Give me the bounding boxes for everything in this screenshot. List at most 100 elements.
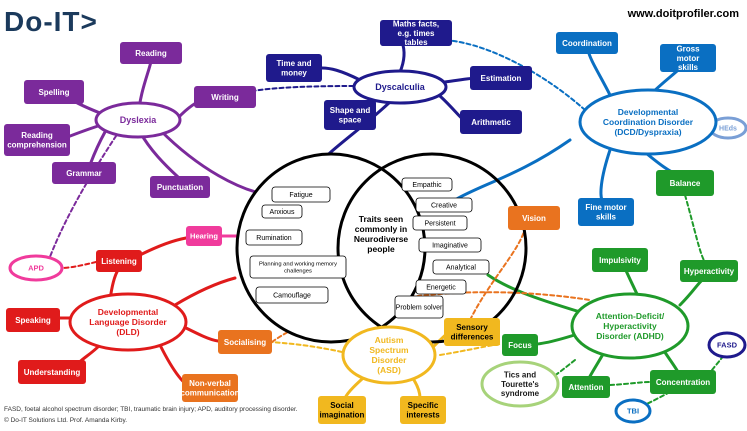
- node-balance-label: Balance: [670, 179, 701, 188]
- node-balance: Balance: [656, 170, 714, 196]
- trait-empathic: Empathic: [401, 177, 453, 192]
- node-estimation: Estimation: [470, 66, 532, 90]
- node-understanding: Understanding: [18, 360, 86, 384]
- node-hearing: Hearing: [186, 226, 222, 246]
- node-spelling: Spelling: [24, 80, 84, 104]
- trait-problem-solver: Problem solver: [394, 295, 444, 319]
- node-arithmetic-label: Arithmetic: [471, 118, 511, 127]
- node-dyslexia-label: Dyslexia: [120, 115, 158, 125]
- node-grammar-label: Grammar: [66, 169, 102, 178]
- node-arithmetic: Arithmetic: [460, 110, 522, 134]
- node-vision: Vision: [508, 206, 560, 230]
- footer-copyright: © Do-IT Solutions Ltd. Prof. Amanda Kirb…: [4, 417, 128, 424]
- link-attention-concentration: [609, 381, 651, 386]
- link-dcd-coordination: [586, 48, 612, 97]
- node-hyperactivity-label: Hyperactivity: [684, 267, 735, 276]
- node-reading-label: Reading: [135, 49, 167, 58]
- svg-text:Rumination: Rumination: [256, 235, 292, 242]
- node-focus-label: Focus: [508, 341, 532, 350]
- trait-anxious: Anxious: [261, 204, 303, 219]
- link-asd-socialising: [269, 341, 343, 353]
- node-concentration: Concentration: [650, 370, 716, 394]
- trait-analytical: Analytical: [432, 259, 490, 275]
- node-concentration-label: Concentration: [656, 378, 710, 387]
- node-impulsivity: Impulsivity: [592, 248, 648, 272]
- node-speaking: Speaking: [6, 308, 60, 332]
- footer-abbreviations: FASD, foetal alcohol spectrum disorder; …: [4, 406, 298, 413]
- node-socialising: Socialising: [218, 330, 272, 354]
- svg-text:Imaginative: Imaginative: [432, 242, 468, 249]
- node-focus: Focus: [502, 334, 538, 356]
- node-understanding-label: Understanding: [24, 368, 81, 377]
- link-dld-venn: [173, 276, 237, 307]
- svg-text:Fatigue: Fatigue: [289, 192, 312, 199]
- trait-camouflage: Camouflage: [255, 286, 329, 304]
- venn-right-circle: [336, 152, 528, 344]
- node-attention: Attention: [562, 376, 610, 398]
- svg-text:Energetic: Energetic: [426, 284, 456, 291]
- svg-text:Analytical: Analytical: [446, 264, 476, 271]
- link-dyslexia-apd: [47, 129, 121, 263]
- node-socialising-label: Socialising: [224, 338, 266, 347]
- node-hearing-label: Hearing: [190, 232, 218, 241]
- link-listening-apd: [61, 261, 97, 269]
- link-dcd-finemotor: [599, 148, 612, 202]
- link-dyslexia-punctuation: [138, 130, 180, 179]
- node-grammar: Grammar: [52, 162, 116, 184]
- node-hyperactivity: Hyperactivity: [680, 260, 738, 282]
- svg-text:Camouflage: Camouflage: [273, 292, 311, 299]
- node-tbi-label: TBI: [627, 407, 639, 416]
- node-heds-label: HEds: [719, 125, 737, 132]
- node-speaking-label: Speaking: [15, 316, 51, 325]
- website-url: www.doitprofiler.com: [627, 8, 739, 20]
- link-dcd-dyscalculia: [439, 39, 586, 111]
- node-attention-label: Attention: [568, 383, 603, 392]
- node-fasd-label: FASD: [717, 341, 738, 350]
- node-fasd: FASD: [707, 331, 747, 359]
- link-dyscalculia-time: [320, 66, 362, 82]
- svg-text:Anxious: Anxious: [270, 209, 295, 216]
- svg-text:Problem solver: Problem solver: [396, 304, 443, 311]
- svg-text:Creative: Creative: [431, 202, 457, 209]
- link-adhd-venn: [486, 273, 592, 317]
- svg-text:Empathic: Empathic: [412, 182, 442, 189]
- node-spelling-label: Spelling: [38, 88, 69, 97]
- node-reading: Reading: [120, 42, 182, 64]
- link-dcd-venn: [453, 138, 572, 202]
- trait-fatigue: Fatigue: [271, 186, 331, 203]
- node-impulsivity-label: Impulsivity: [599, 256, 641, 265]
- link-listening-hearing: [138, 236, 188, 257]
- node-apd: APD: [8, 254, 64, 282]
- node-listening: Listening: [96, 250, 142, 272]
- do-it-logo: Do-IT>: [4, 6, 98, 37]
- trait-imaginative: Imaginative: [418, 237, 482, 253]
